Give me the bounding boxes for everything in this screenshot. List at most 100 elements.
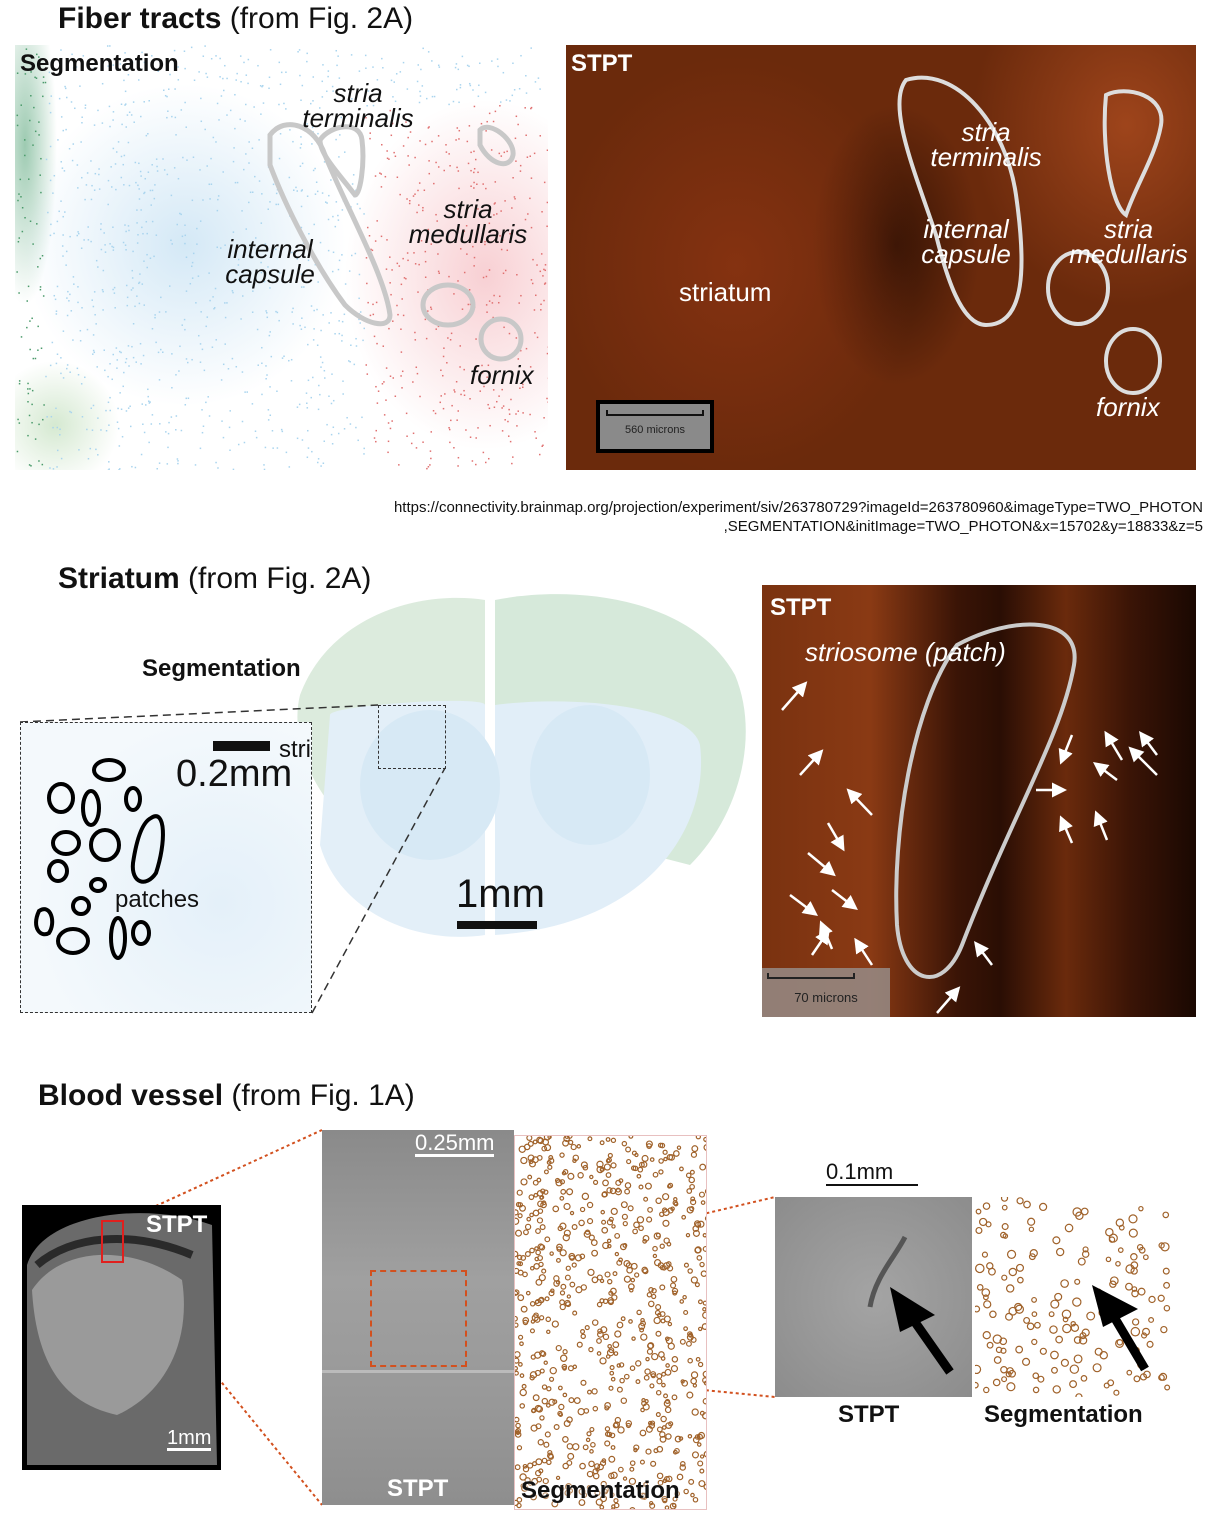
cell-marker	[621, 1140, 628, 1147]
cell-dot	[330, 402, 333, 405]
cell-dot	[301, 84, 304, 87]
cell-dot	[265, 310, 267, 312]
cell-dot	[202, 55, 205, 57]
cell-dot	[218, 119, 220, 121]
cell-dot	[131, 465, 133, 468]
cell-dot	[341, 334, 343, 337]
arrow-icon	[1093, 762, 1118, 781]
cell-dot	[136, 295, 138, 297]
cell-marker	[619, 1377, 625, 1384]
cell-marker	[545, 1316, 552, 1323]
cell-dot	[466, 64, 469, 67]
cell-dot	[231, 290, 234, 292]
cell-marker	[655, 1330, 662, 1337]
cell-dot	[431, 140, 433, 143]
cell-dot	[184, 234, 187, 237]
cell-dot	[434, 412, 437, 415]
cell-dot	[470, 151, 472, 154]
cell-dot	[156, 170, 159, 172]
cell-dot	[245, 228, 247, 230]
cell-dot	[210, 57, 213, 60]
cell-marker	[529, 1247, 535, 1254]
cell-dot	[312, 376, 314, 379]
cell-dot	[469, 303, 472, 306]
cell-dot	[109, 125, 111, 128]
cell-marker	[641, 1154, 649, 1162]
cell-dot	[406, 88, 409, 90]
cell-dot	[254, 430, 257, 432]
cell-dot	[184, 101, 186, 104]
cell-dot	[394, 395, 397, 397]
cell-marker	[562, 1169, 569, 1175]
cell-dot	[487, 403, 489, 406]
cell-dot	[151, 327, 154, 330]
cell-dot	[226, 302, 228, 304]
source-url[interactable]: https://connectivity.brainmap.org/projec…	[394, 498, 1203, 536]
cell-dot	[461, 308, 464, 310]
cell-marker	[662, 1478, 668, 1484]
cell-marker	[620, 1397, 628, 1404]
cell-dot	[87, 239, 90, 241]
cell-dot	[101, 289, 104, 291]
cell-marker	[641, 1400, 647, 1407]
cell-marker	[555, 1344, 562, 1352]
cell-marker	[583, 1408, 590, 1414]
cell-dot	[338, 77, 341, 79]
cell-dot	[312, 169, 315, 172]
cell-marker	[1160, 1325, 1168, 1334]
cell-dot	[96, 366, 98, 368]
cell-dot	[436, 220, 438, 222]
mid-stpt-image: 0.25mm STPT	[322, 1130, 514, 1505]
cell-marker	[690, 1336, 697, 1343]
cell-dot	[429, 464, 431, 466]
cell-dot	[455, 139, 457, 141]
cell-marker	[547, 1164, 553, 1170]
cell-marker	[575, 1286, 583, 1294]
cell-dot	[456, 419, 458, 421]
cell-dot	[33, 106, 35, 109]
cell-dot	[327, 70, 330, 72]
cell-dot	[296, 406, 299, 408]
cell-dot	[89, 447, 92, 450]
cell-dot	[179, 212, 181, 215]
cell-marker	[686, 1391, 694, 1399]
cell-dot	[433, 182, 435, 185]
cell-marker	[520, 1255, 527, 1261]
cell-dot	[362, 339, 364, 342]
cell-dot	[81, 176, 83, 179]
cell-marker	[539, 1368, 545, 1374]
cell-dot	[16, 450, 19, 453]
cell-dot	[25, 48, 28, 50]
cell-dot	[49, 179, 52, 182]
zoom-segmentation-image	[975, 1197, 1172, 1397]
cell-marker	[579, 1253, 586, 1260]
cell-dot	[413, 252, 415, 254]
cell-dot	[136, 222, 138, 224]
mid-segmentation-image: Segmentation	[514, 1135, 707, 1510]
cell-dot	[326, 90, 328, 93]
cell-dot	[452, 100, 455, 103]
cell-dot	[372, 66, 374, 68]
cell-marker	[697, 1299, 703, 1305]
segmentation-label: Segmentation	[521, 1477, 680, 1504]
inset-scale-label: 0.2mm	[176, 753, 293, 795]
cell-dot	[402, 257, 404, 260]
cell-dot	[216, 209, 219, 212]
cell-dot	[381, 383, 384, 385]
cell-marker	[699, 1261, 705, 1268]
cell-dot	[72, 67, 75, 69]
cell-marker	[565, 1301, 572, 1308]
arrow-icon	[1128, 746, 1158, 776]
cell-dot	[400, 283, 403, 286]
cell-dot	[319, 107, 321, 109]
cell-dot	[135, 181, 137, 184]
cell-marker	[983, 1386, 990, 1394]
cell-dot	[278, 61, 281, 64]
cell-dot	[199, 447, 202, 450]
cell-dot	[248, 141, 250, 143]
cell-dot	[443, 347, 445, 349]
cell-dot	[278, 272, 281, 274]
cell-dot	[263, 468, 266, 470]
cell-marker	[625, 1146, 632, 1153]
cell-marker	[556, 1243, 563, 1251]
